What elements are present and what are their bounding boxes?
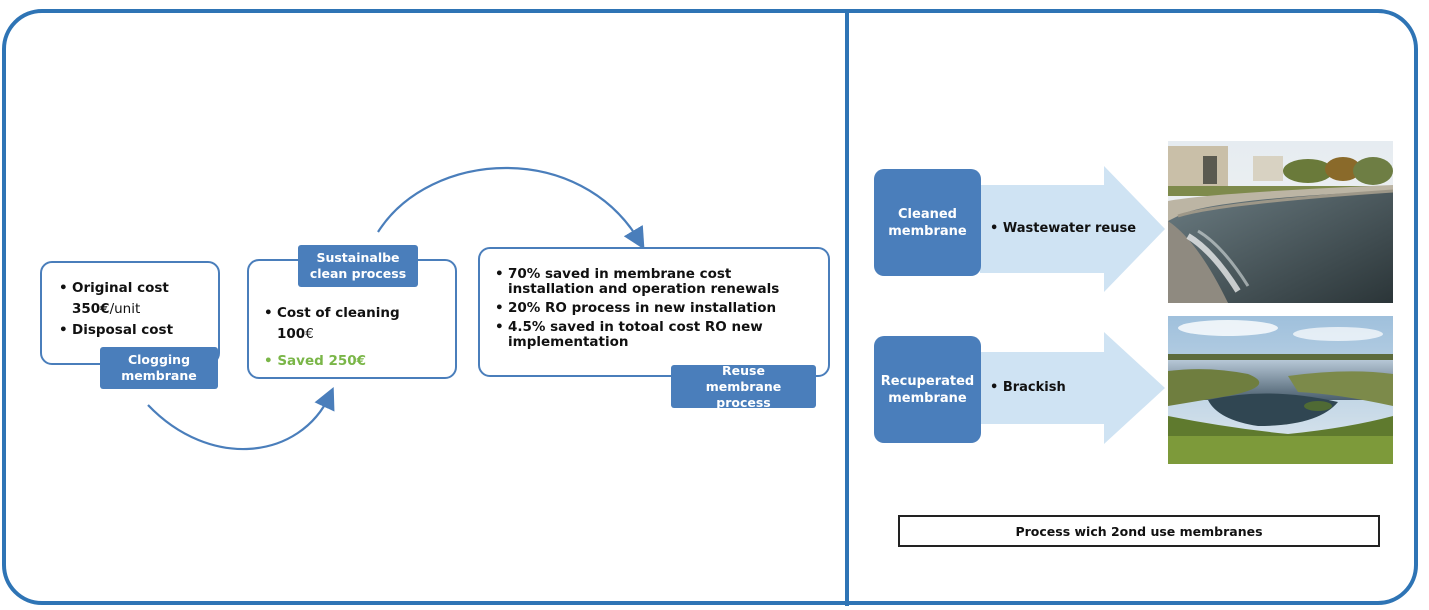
clogging-membrane-tag: Clogging membrane — [100, 347, 218, 389]
brackish-arrow — [980, 332, 1165, 444]
disposal-cost-bullet: Disposal cost — [59, 322, 173, 338]
original-cost-bullet: Original cost 350€/unit — [59, 280, 173, 317]
reuse-item-2: 20% RO process in new installation — [495, 301, 815, 317]
saved-amount: • Saved 250€ — [264, 353, 367, 369]
brackish-wetland-photo — [1168, 316, 1393, 464]
cleaning-cost-value: 100 — [277, 326, 306, 342]
wastewater-reuse-arrow — [980, 166, 1165, 292]
cleaned-membrane-box: Cleaned membrane — [874, 169, 981, 276]
process-caption: Process wich 2ond use membranes — [898, 515, 1380, 547]
reuse-item-3: 4.5% saved in totoal cost RO new impleme… — [495, 320, 815, 350]
reuse-item-1: 70% saved in membrane cost installation … — [495, 267, 815, 297]
arrow-cleaning-to-reuse — [377, 166, 645, 250]
sustainable-clean-process-tag: Sustainalbe clean process — [298, 245, 418, 287]
wastewater-treatment-photo — [1168, 141, 1393, 303]
brackish-label: • Brackish — [990, 380, 1066, 395]
cleaning-cost-bullet: Cost of cleaning 100€ — [264, 305, 400, 342]
arrow-clogging-to-cleaning — [147, 387, 335, 451]
panel-divider — [845, 11, 849, 606]
wastewater-reuse-label: • Wastewater reuse — [990, 221, 1137, 236]
outer-frame — [2, 9, 1418, 605]
recuperated-membrane-box: Recuperated membrane — [874, 336, 981, 443]
reuse-membrane-process-tag: Reuse membrane process — [671, 363, 816, 410]
original-cost-unit: /unit — [109, 301, 141, 317]
original-cost-value: 350€ — [72, 301, 110, 317]
reuse-box: 70% saved in membrane cost installation … — [478, 247, 830, 377]
